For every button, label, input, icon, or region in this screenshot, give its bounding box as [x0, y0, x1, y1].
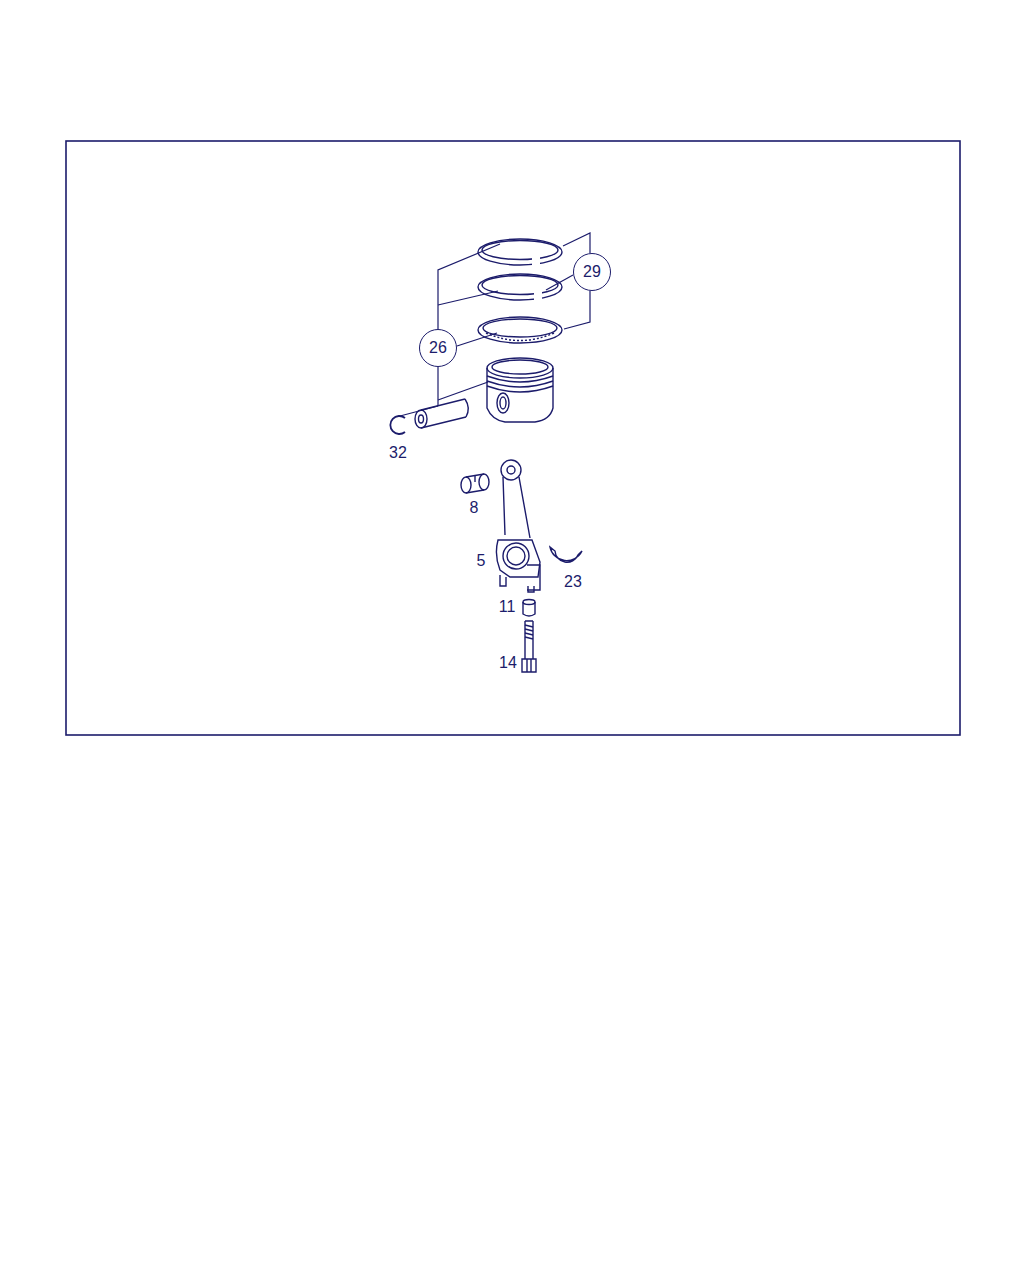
piston — [487, 358, 553, 422]
connecting-rod — [496, 460, 540, 592]
conrod-bolt — [522, 621, 536, 672]
callout-circle: 29 — [573, 253, 611, 291]
piston-rings — [478, 239, 562, 343]
part-number: 14 — [498, 655, 518, 671]
part-number: 11 — [498, 599, 517, 615]
part-number: 23 — [563, 574, 583, 590]
bearing-shell — [550, 547, 582, 562]
piston-pin — [415, 399, 468, 428]
part-number: 8 — [469, 500, 480, 516]
part-number: 5 — [476, 553, 487, 569]
sleeve — [523, 600, 535, 617]
callout-circle: 26 — [419, 329, 457, 367]
bushing — [461, 474, 489, 493]
frame — [66, 141, 960, 735]
part-number: 32 — [388, 445, 408, 461]
circlip — [390, 416, 405, 434]
callout-number: 26 — [429, 340, 447, 356]
leader-lines — [400, 233, 590, 416]
callout-number: 29 — [583, 264, 601, 280]
